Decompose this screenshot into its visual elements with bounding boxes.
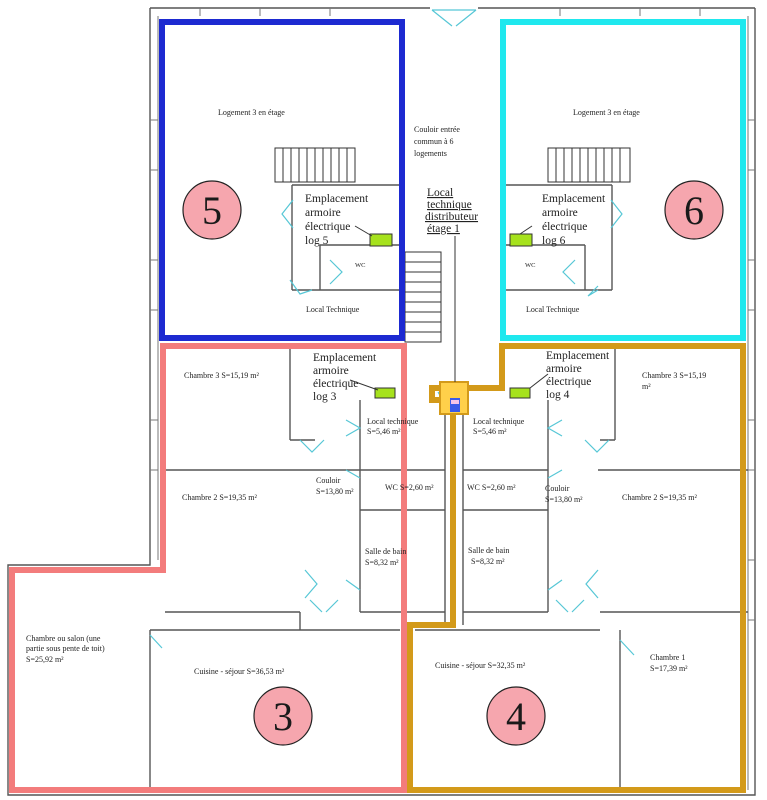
log6-panel-label-3: électrique bbox=[542, 221, 587, 233]
log4-panel-label-3: électrique bbox=[546, 376, 591, 388]
outer-walls bbox=[7, 7, 756, 796]
log3-local-tech-2: S=5,46 m² bbox=[367, 427, 401, 436]
log6-local-technique-label: Local Technique bbox=[526, 305, 580, 314]
log6-panel-label-2: armoire bbox=[542, 207, 578, 219]
log3-panel-label-1: Emplacement bbox=[313, 352, 377, 364]
unit-number-5: 5 bbox=[202, 188, 222, 233]
log4-sdb-1: Salle de bain bbox=[468, 546, 509, 555]
panel-pointer-5 bbox=[354, 225, 373, 237]
log6-panel-label-4: log 6 bbox=[542, 235, 566, 247]
log6-title: Logement 3 en étage bbox=[573, 108, 640, 117]
panel-log3 bbox=[374, 387, 396, 399]
distributor-label-2: technique bbox=[427, 199, 472, 211]
log3-wc: WC S=2,60 m² bbox=[385, 483, 434, 492]
distributor-label-1: Local bbox=[427, 187, 453, 199]
log3-outline bbox=[9, 343, 407, 793]
log4-panel-label-1: Emplacement bbox=[546, 350, 610, 362]
log4-chambre3-1: Chambre 3 S=15,19 bbox=[642, 371, 706, 380]
panel-log4 bbox=[509, 387, 531, 399]
corridor-label-3: logements bbox=[414, 149, 447, 158]
log4-chambre2: Chambre 2 S=19,35 m² bbox=[622, 493, 698, 502]
log4-chambre3-2: m² bbox=[642, 382, 651, 391]
log3-panel-label-4: log 3 bbox=[313, 391, 337, 403]
log4-chambre1-1: Chambre 1 bbox=[650, 653, 685, 662]
panel-log5 bbox=[369, 233, 393, 247]
unit-marker-4: 4 bbox=[486, 686, 546, 746]
log3-chambre3: Chambre 3 S=15,19 m² bbox=[184, 371, 260, 380]
log4-cuisine: Cuisine - séjour S=32,35 m² bbox=[435, 661, 526, 670]
stair-central bbox=[404, 251, 442, 343]
distributor-box bbox=[439, 381, 469, 415]
log4-local-tech-1: Local technique bbox=[473, 417, 525, 426]
log3-chambre2: Chambre 2 S=19,35 m² bbox=[182, 493, 258, 502]
log5-panel-label-4: log 5 bbox=[305, 235, 329, 247]
corridor-label-1: Couloir entrée bbox=[414, 125, 460, 134]
log4-sdb-2: S=8,32 m² bbox=[471, 557, 505, 566]
interior-walls bbox=[149, 184, 748, 790]
unit-number-3: 3 bbox=[273, 694, 293, 739]
log4-local-tech-2: S=5,46 m² bbox=[473, 427, 507, 436]
log4-panel-label-4: log 4 bbox=[546, 389, 570, 401]
log6-wc-label: WC bbox=[525, 262, 535, 269]
distributor-label-3: distributeur bbox=[425, 211, 478, 223]
unit-number-6: 6 bbox=[684, 188, 704, 233]
log3-couloir-2: S=13,80 m² bbox=[316, 487, 354, 496]
panel-log6 bbox=[509, 233, 533, 247]
log3-chambre-salon-3: S=25,92 m² bbox=[26, 655, 64, 664]
unit-marker-3: 3 bbox=[253, 686, 313, 746]
log3-couloir-1: Couloir bbox=[316, 476, 341, 485]
log4-couloir-1: Couloir bbox=[545, 484, 570, 493]
log4-panel-label-2: armoire bbox=[546, 363, 582, 375]
entrance-door bbox=[431, 9, 477, 27]
log5-panel-label-2: armoire bbox=[305, 207, 341, 219]
log3-sdb-2: S=8,32 m² bbox=[365, 558, 399, 567]
unit-number-4: 4 bbox=[506, 694, 526, 739]
unit-marker-6: 6 bbox=[664, 180, 724, 240]
log5-panel-label-1: Emplacement bbox=[305, 193, 369, 205]
log6-outline bbox=[500, 19, 746, 341]
log3-chambre-salon-1: Chambre ou salon (une bbox=[26, 634, 101, 643]
log5-title: Logement 3 en étage bbox=[218, 108, 285, 117]
stair-upper-left bbox=[274, 147, 356, 183]
log3-cuisine: Cuisine - séjour S=36,53 m² bbox=[194, 667, 285, 676]
log4-couloir-2: S=13,80 m² bbox=[545, 495, 583, 504]
log5-wc-label: WC bbox=[355, 262, 365, 269]
corridor-label-2: commun à 6 bbox=[414, 137, 454, 146]
log3-sdb-1: Salle de bain bbox=[365, 547, 406, 556]
log5-local-technique-label: Local Technique bbox=[306, 305, 360, 314]
log4-wc: WC S=2,60 m² bbox=[467, 483, 516, 492]
unit-marker-5: 5 bbox=[182, 180, 242, 240]
log3-chambre-salon-2: partie sous pente de toit) bbox=[26, 644, 105, 653]
panel-pointer-3 bbox=[349, 379, 379, 391]
panel-pointer-6 bbox=[519, 225, 533, 235]
log3-panel-label-3: électrique bbox=[313, 378, 358, 390]
panel-pointer-4 bbox=[529, 373, 549, 389]
log4-chambre1-2: S=17,39 m² bbox=[650, 664, 688, 673]
log3-local-tech-1: Local technique bbox=[367, 417, 419, 426]
log5-panel-label-3: électrique bbox=[305, 221, 350, 233]
distributor-label-4: étage 1 bbox=[427, 223, 460, 235]
stair-upper-right bbox=[547, 147, 631, 183]
log6-panel-label-1: Emplacement bbox=[542, 193, 606, 205]
log5-outline bbox=[159, 19, 405, 341]
log3-panel-label-2: armoire bbox=[313, 365, 349, 377]
